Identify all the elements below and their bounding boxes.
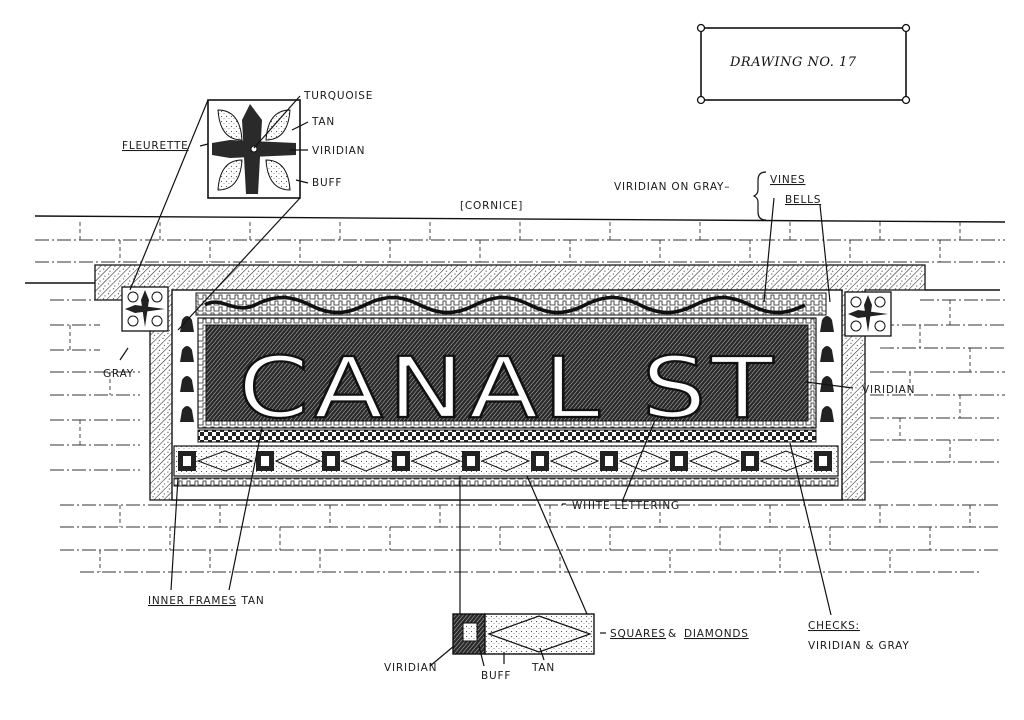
label-tan-top: TAN xyxy=(311,116,335,128)
label-bells: BELLS xyxy=(785,194,821,206)
fleurette-tile-right xyxy=(844,291,892,337)
label-ampersand: & xyxy=(668,628,677,640)
squares-diamonds-detail xyxy=(452,613,595,655)
drawing-number: DRAWING NO. 17 xyxy=(729,55,857,70)
label-buff-bottom: BUFF xyxy=(481,670,511,682)
label-buff-top: BUFF xyxy=(312,177,342,189)
label-viridian-on-gray: VIRIDIAN ON GRAY– xyxy=(614,181,730,193)
label-white-lettering: WHITE LETTERING xyxy=(572,500,680,512)
label-tan-bottom: TAN xyxy=(531,662,555,674)
label-checks-colors: VIRIDIAN & GRAY xyxy=(808,640,910,652)
sign-lettering: CANAL ST xyxy=(238,339,778,437)
brick-wall xyxy=(34,215,1006,573)
bells-column-left xyxy=(180,316,194,422)
label-inner-frames: INNER FRAMES xyxy=(148,595,236,607)
label-inner-frames-color: : TAN xyxy=(233,595,265,607)
fleurette-tile-left xyxy=(121,286,169,332)
label-turquoise: TURQUOISE xyxy=(303,90,373,102)
fleurette-detail xyxy=(207,99,301,199)
label-diamonds: DIAMONDS xyxy=(684,628,749,640)
leader-lines xyxy=(119,95,854,667)
label-cornice: [CORNICE] xyxy=(460,200,523,212)
drawing-title-box: DRAWING NO. 17 xyxy=(696,23,911,105)
label-viridian-bottom: VIRIDIAN xyxy=(384,662,437,674)
label-checks: CHECKS: xyxy=(808,620,860,632)
label-viridian-right: VIRIDIAN xyxy=(862,384,915,396)
bells-column-right xyxy=(820,316,834,422)
label-vines: VINES xyxy=(770,174,805,186)
label-squares: SQUARES xyxy=(610,628,666,640)
canal-st-sign: CANAL ST xyxy=(171,289,843,501)
label-fleurette: FLEURETTE xyxy=(122,140,189,152)
vines-border xyxy=(204,295,806,315)
label-viridian-top: VIRIDIAN xyxy=(312,145,365,157)
squares-and-diamonds-band xyxy=(178,450,832,472)
label-gray: GRAY xyxy=(103,368,134,380)
annotations: FLEURETTE TURQUOISE TAN VIRIDIAN BUFF [C… xyxy=(103,90,915,682)
